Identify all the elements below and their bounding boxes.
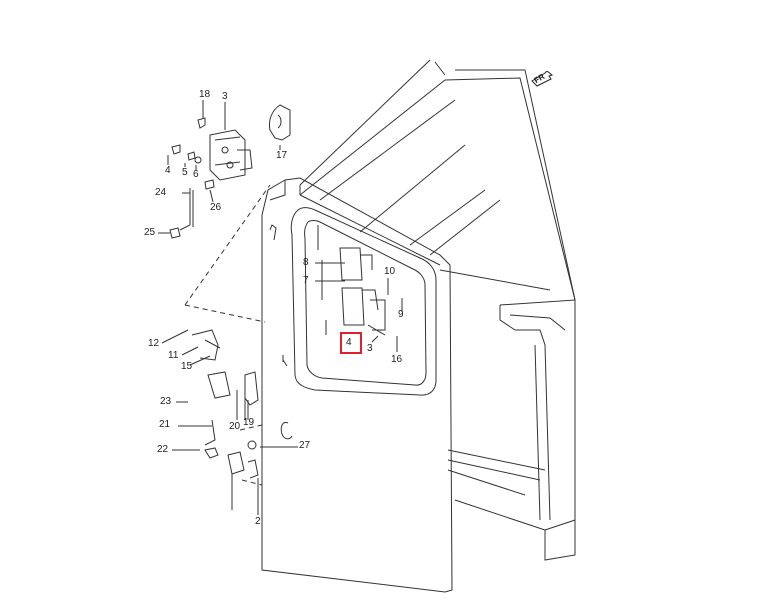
callout-15[interactable]: 15 xyxy=(181,361,193,372)
latch-assembly xyxy=(191,329,259,510)
callout-12[interactable]: 12 xyxy=(148,338,160,349)
callout-5[interactable]: 5 xyxy=(182,167,188,178)
callout-11[interactable]: 11 xyxy=(168,350,179,361)
callout-26[interactable]: 26 xyxy=(210,202,222,213)
callout-27[interactable]: 27 xyxy=(299,440,311,451)
tailgate-brackets xyxy=(317,225,386,336)
callout-8[interactable]: 8 xyxy=(303,257,309,268)
callout-17[interactable]: 17 xyxy=(276,150,288,161)
callout-16[interactable]: 16 xyxy=(391,354,403,365)
callout-25[interactable]: 25 xyxy=(144,227,156,238)
callout-19[interactable]: 19 xyxy=(243,417,255,428)
callout-23[interactable]: 23 xyxy=(160,396,172,407)
callout-3[interactable]: 3 xyxy=(222,91,228,102)
callout-20[interactable]: 20 xyxy=(229,421,241,432)
callout-4[interactable]: 4 xyxy=(165,165,171,176)
front-direction-marker: FR xyxy=(531,71,553,87)
leader-lines xyxy=(158,100,403,515)
callout-2[interactable]: 2 xyxy=(255,516,261,527)
phantom-lines xyxy=(184,184,271,500)
callout-4-highlighted[interactable]: 4 xyxy=(346,337,352,348)
callout-6[interactable]: 6 xyxy=(193,169,199,180)
callout-9[interactable]: 9 xyxy=(398,309,404,320)
callout-3-lower[interactable]: 3 xyxy=(367,343,373,354)
callout-21[interactable]: 21 xyxy=(159,419,171,430)
callout-18[interactable]: 18 xyxy=(199,89,211,100)
truck-body xyxy=(299,59,576,561)
callout-7[interactable]: 7 xyxy=(303,275,309,286)
callout-24[interactable]: 24 xyxy=(155,187,167,198)
callout-10[interactable]: 10 xyxy=(384,266,396,277)
hinge-assembly xyxy=(169,104,291,239)
direction-arrow-icon xyxy=(531,71,553,87)
tailgate xyxy=(261,177,453,593)
callout-22[interactable]: 22 xyxy=(157,444,169,455)
highlight-box xyxy=(340,332,362,354)
